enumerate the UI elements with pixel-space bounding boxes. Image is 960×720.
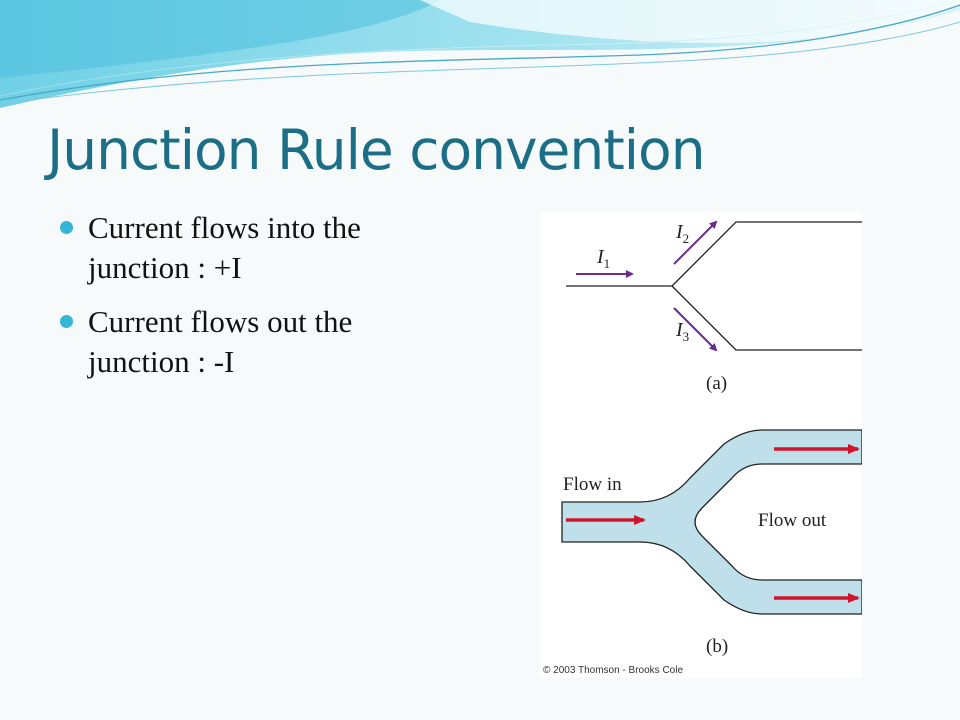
- junction-figure: I1 I2 I3 (a) Flow in Flow out (b) © 2003…: [540, 212, 862, 678]
- current-i2-label: I2: [675, 221, 689, 246]
- slide-title: Junction Rule convention: [47, 118, 706, 182]
- junction-diagram: I1 I2 I3 (a) Flow in Flow out (b) © 2003…: [543, 220, 862, 676]
- panel-a: I1 I2 I3 (a): [566, 220, 862, 394]
- panel-b-caption: (b): [706, 636, 728, 657]
- bullet-list: Current flows into the junction : +I Cur…: [60, 208, 460, 396]
- current-i2-arrow: [673, 220, 718, 265]
- current-i3-label: I3: [675, 319, 689, 344]
- bullet-item: Current flows into the junction : +I: [60, 208, 460, 288]
- bullet-text: Current flows into the junction : +I: [88, 210, 361, 285]
- copyright-credit: © 2003 Thomson - Brooks Cole: [543, 665, 683, 676]
- header-wave-decoration: [0, 0, 960, 108]
- flow-out-label: Flow out: [758, 510, 827, 531]
- panel-b: Flow in Flow out (b): [561, 429, 862, 657]
- current-i3-arrow: [673, 307, 718, 352]
- current-i1-label: I1: [596, 246, 610, 271]
- bullet-text: Current flows out the junction : -I: [88, 304, 353, 379]
- bullet-dot-icon: [60, 221, 73, 234]
- panel-a-caption: (a): [706, 373, 727, 394]
- wire-out-upper: [671, 221, 862, 287]
- wire-out-lower: [671, 285, 862, 351]
- bullet-item: Current flows out the junction : -I: [60, 302, 460, 382]
- bullet-dot-icon: [60, 315, 73, 328]
- flow-in-label: Flow in: [563, 474, 622, 495]
